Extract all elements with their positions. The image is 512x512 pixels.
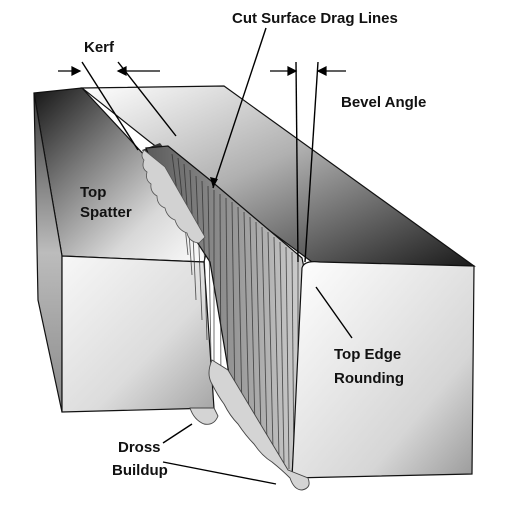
label-dross-line2: Buildup — [112, 462, 168, 479]
label-kerf: Kerf — [84, 39, 115, 56]
top-spatter — [141, 149, 206, 244]
drag-lines — [171, 153, 299, 476]
leader-lines — [81, 27, 353, 485]
label-top-edge-line1: Top Edge — [334, 346, 401, 363]
label-dross-line1: Dross — [118, 439, 161, 456]
right-plate — [80, 85, 476, 480]
label-drag-lines: Cut Surface Drag Lines — [232, 10, 398, 27]
label-top-edge-line2: Rounding — [334, 370, 404, 387]
diagram-labels: Kerf Cut Surface Drag Lines Bevel Angle … — [80, 10, 426, 479]
kerf-dimension — [58, 66, 160, 76]
right-plate-front-face — [291, 261, 475, 479]
left-plate-front-face — [61, 255, 215, 413]
bevel-dimension — [270, 66, 346, 76]
label-top-spatter-line1: Top — [80, 184, 106, 201]
left-plate — [33, 87, 215, 413]
label-top-spatter-line2: Spatter — [80, 204, 132, 221]
dross-buildup — [189, 359, 310, 491]
label-bevel-angle: Bevel Angle — [341, 94, 426, 111]
